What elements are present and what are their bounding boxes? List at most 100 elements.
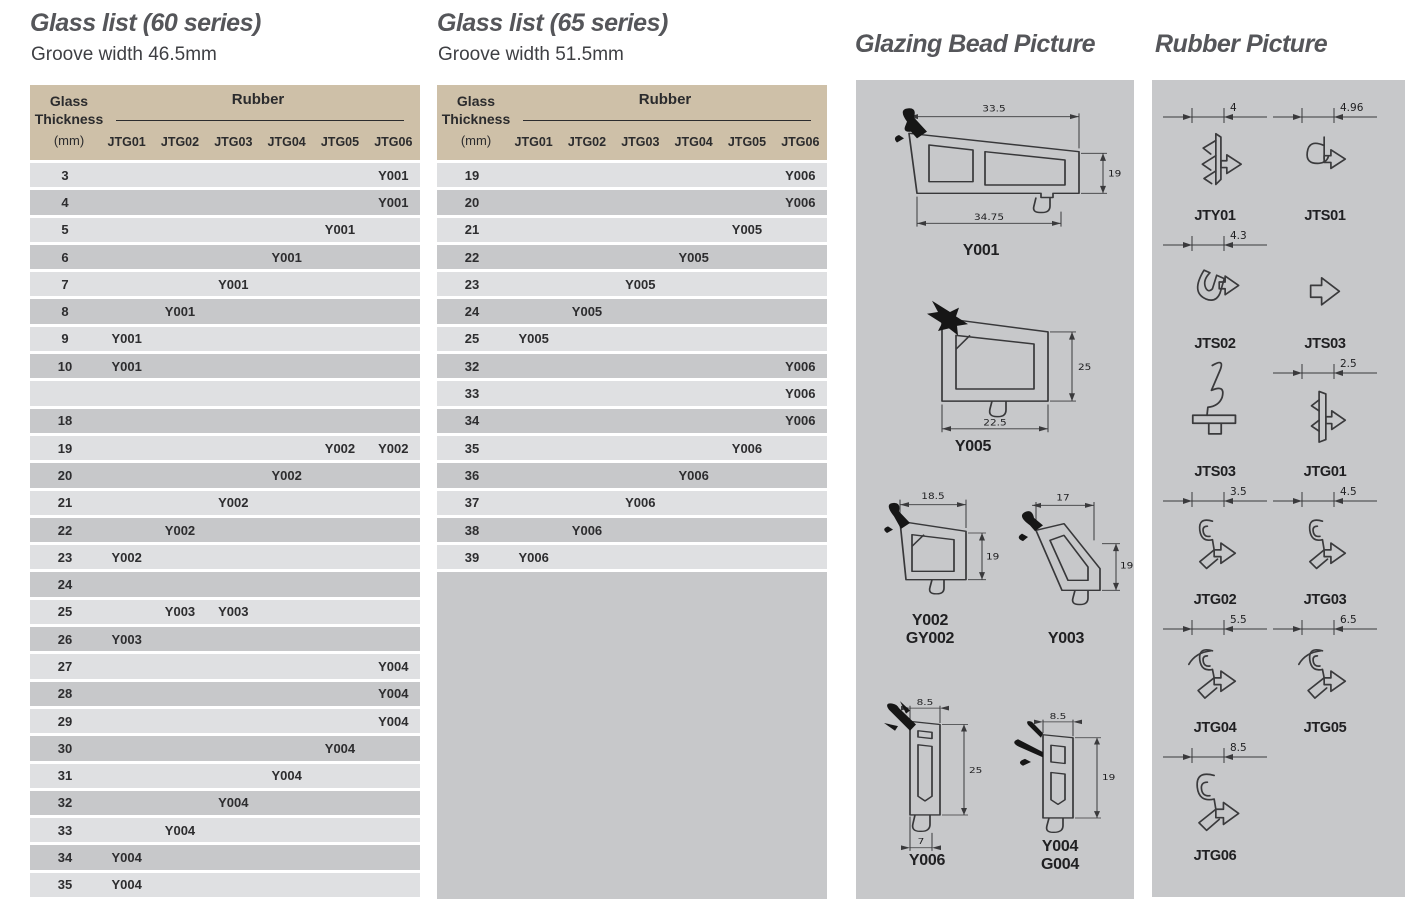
rubber-cell: Y005 — [678, 249, 709, 265]
rubber-cell: Y002 — [218, 495, 249, 511]
rubber-cell: Y001 — [271, 249, 302, 265]
rubber-profile-label: JTG01 — [1303, 464, 1347, 480]
y003-drawing: 17 19 — [1018, 493, 1133, 606]
table-row — [30, 381, 420, 406]
column-header-jtg06: JTG06 — [374, 135, 413, 149]
thickness-cell: 4 — [61, 194, 69, 210]
thickness-cell: 21 — [464, 222, 480, 238]
thickness-cell: 19 — [57, 440, 73, 456]
rubber-group-header: Rubber — [638, 91, 692, 108]
thickness-cell: 5 — [61, 222, 69, 238]
column-header-jtg02: JTG02 — [160, 135, 200, 149]
column-header-jtg03: JTG03 — [214, 135, 253, 149]
table-row: 24 — [30, 572, 420, 597]
thickness-cell: 24 — [57, 577, 73, 593]
svg-text:8.5: 8.5 — [1050, 712, 1067, 721]
glazing-label-y003: Y003 — [1047, 630, 1085, 647]
jts02-profile-icon — [1175, 255, 1255, 331]
rubber-cell: Y002 — [271, 467, 302, 483]
thickness-cell: 25 — [57, 604, 73, 620]
rubber-cell: Y002 — [111, 549, 142, 565]
dimension-line: 4.3 — [1163, 230, 1267, 251]
rubber-cell: Y006 — [731, 440, 763, 456]
table2-title: Glass list (65 series) — [437, 9, 668, 37]
rubber-profile-label: JTG04 — [1193, 720, 1237, 736]
thickness-cell: 32 — [57, 795, 73, 811]
svg-text:19: 19 — [1108, 169, 1121, 179]
table-row: 6 Y001 — [30, 244, 420, 270]
y006-drawing: 8.5 25 7 — [884, 698, 982, 851]
table-row: 8 Y001 — [30, 299, 420, 324]
rubber-group-header: Rubber — [231, 91, 285, 108]
svg-text:25: 25 — [969, 766, 982, 776]
svg-text:19: 19 — [1120, 561, 1133, 571]
rubber-profile-label: JTG05 — [1303, 720, 1347, 736]
rubber-profile-label: JTS03 — [1304, 336, 1346, 352]
rubber-header-rule — [523, 120, 811, 121]
thickness-cell: 33 — [464, 386, 480, 402]
svg-text:25: 25 — [1078, 363, 1091, 373]
jts01-profile-icon — [1285, 127, 1365, 203]
thickness-cell: 38 — [464, 522, 480, 538]
thickness-cell: 6 — [61, 249, 69, 265]
rubber-cell: Y005 — [625, 276, 656, 292]
rubber-profile-label: JTS02 — [1194, 336, 1236, 352]
thickness-cell: 19 — [464, 167, 480, 183]
column-header-jtg03: JTG03 — [621, 135, 660, 149]
jtg01-profile-icon — [1285, 383, 1365, 459]
rubber-profile-jts03: JTS03 — [1285, 224, 1365, 362]
rubber-cell: Y001 — [164, 304, 196, 320]
thickness-cell: 20 — [464, 194, 480, 210]
table1-subtitle: Groove width 46.5mm — [31, 44, 217, 65]
svg-text:33.5: 33.5 — [982, 104, 1005, 114]
thickness-cell: 27 — [57, 658, 73, 674]
dimension-line: 6.5 — [1273, 614, 1377, 635]
rubber-cell: Y004 — [164, 822, 196, 838]
glazing-section-title: Glazing Bead Picture — [855, 30, 1096, 58]
jtg04-profile-icon — [1175, 639, 1255, 715]
rubber-profile-label: JTS01 — [1304, 208, 1346, 224]
svg-text:8.5: 8.5 — [917, 698, 934, 708]
thickness-cell: 8 — [61, 304, 69, 320]
rubber-cell: Y001 — [218, 276, 249, 292]
glazing-label-y005: Y005 — [954, 438, 992, 455]
dimension-line: 3.5 — [1163, 486, 1267, 507]
thickness-cell: 31 — [57, 768, 73, 784]
column-header-jtg05: JTG05 — [320, 135, 360, 149]
svg-text:2.5: 2.5 — [1340, 358, 1357, 370]
thickness-cell: 18 — [57, 413, 73, 429]
svg-text:5.5: 5.5 — [1230, 614, 1247, 626]
rubber-cell: Y006 — [678, 467, 709, 483]
y004-drawing: 8.5 19 — [1014, 712, 1115, 833]
dimension-line: 4 — [1163, 102, 1267, 123]
rubber-section-title: Rubber Picture — [1155, 30, 1328, 58]
dimension-line: 4.5 — [1273, 486, 1377, 507]
